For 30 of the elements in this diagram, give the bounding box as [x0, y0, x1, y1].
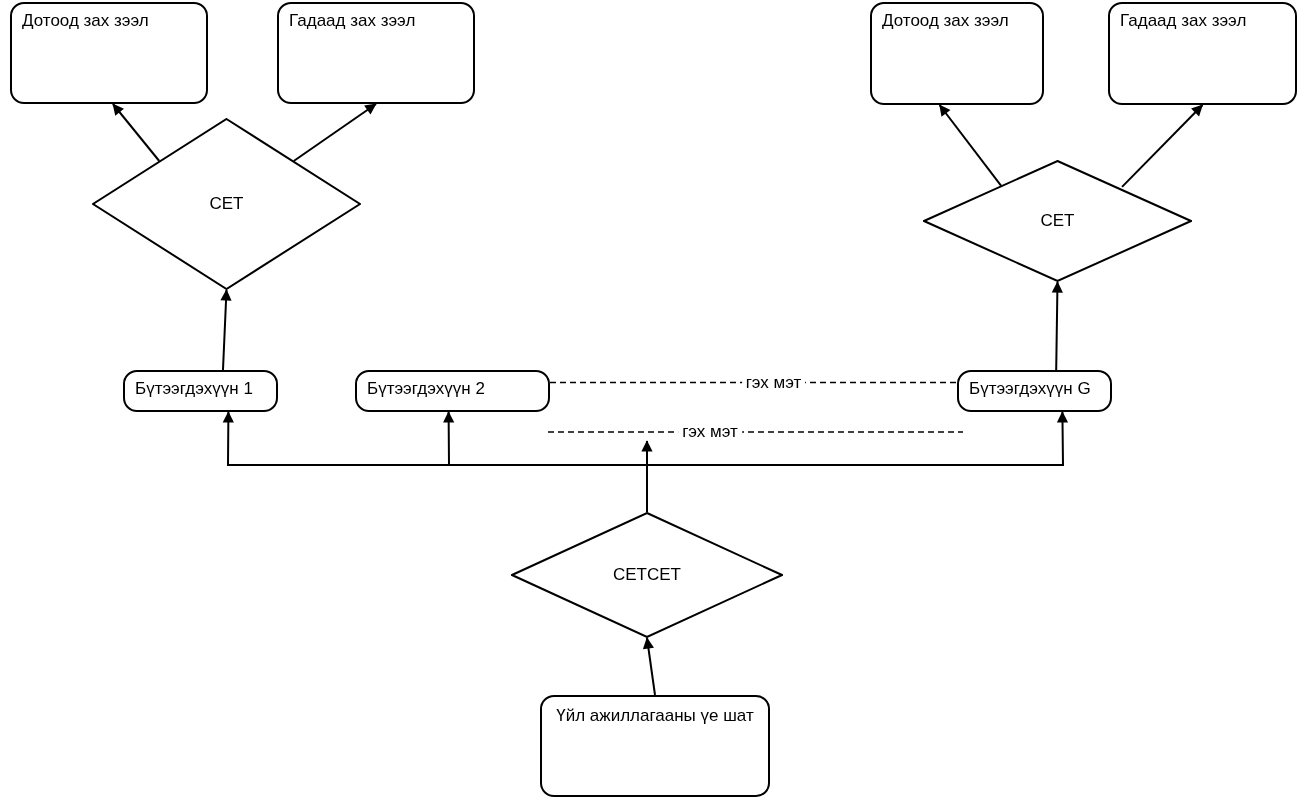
box-label: Бүтээгдэхүүн 1	[135, 378, 253, 400]
box-label: Бүтээгдэхүүн 2	[367, 378, 485, 400]
decision-diamond	[923, 160, 1192, 282]
decision-diamond	[511, 512, 783, 638]
diamond-label: CET	[209, 192, 244, 215]
arrow	[111, 103, 161, 162]
arrow	[1051, 281, 1063, 371]
arrow	[1121, 104, 1204, 188]
rounded-box	[870, 2, 1044, 105]
diamond-label: CETCET	[613, 563, 681, 586]
box-label: Гадаад зах зээл	[1120, 10, 1247, 32]
arrow	[938, 104, 1002, 187]
box-label: Дотоод зах зээл	[882, 10, 1009, 32]
arrow	[220, 289, 232, 371]
rounded-box	[355, 370, 550, 412]
rounded-box	[957, 370, 1112, 412]
box-label: Үйл ажиллагааны үе шат	[556, 705, 754, 727]
arrow	[292, 103, 377, 162]
decision-diamond	[92, 118, 361, 290]
rounded-box	[1108, 2, 1297, 105]
arrow	[641, 440, 653, 513]
box-label: Дотоод зах зээл	[22, 10, 149, 32]
arrow	[642, 637, 656, 696]
rounded-box	[540, 695, 770, 797]
box-label: Гадаад зах зээл	[289, 10, 416, 32]
rounded-box	[10, 2, 208, 104]
rounded-box	[123, 370, 278, 412]
rounded-box	[277, 2, 475, 104]
box-label: Бүтээгдэхүүн G	[969, 378, 1091, 400]
diamond-label: CET	[1040, 209, 1075, 232]
